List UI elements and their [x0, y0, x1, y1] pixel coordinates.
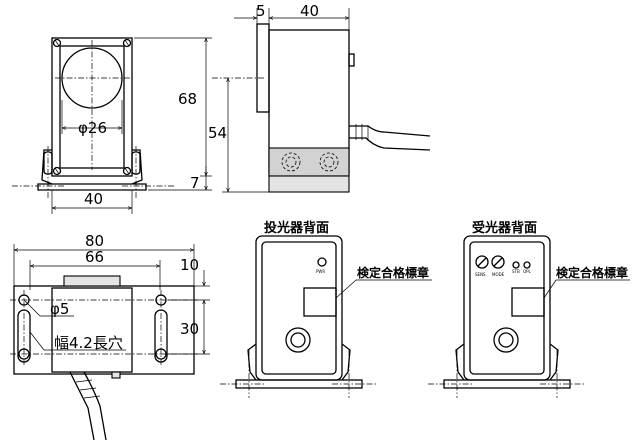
side-view: 5 40 54 7: [190, 2, 431, 193]
emitter-housing: [255, 235, 343, 381]
indicator-icon: [523, 261, 531, 269]
screw-icon: [122, 38, 132, 48]
receiver-knob1-text: SENS: [475, 272, 486, 277]
receiver-back-view: 受光器背面 SENS MODE STB OPL 検定合格標章: [428, 220, 630, 398]
side-bracket: [268, 147, 350, 177]
bottom-slot-label: 幅4.2長穴: [54, 334, 123, 352]
indicator-icon: [317, 257, 327, 267]
bottom-overall-label: 80: [85, 232, 104, 250]
receiver-ind2-text: OPL: [523, 269, 532, 274]
screw-icon: [52, 38, 62, 48]
front-view: φ26 68 40: [12, 37, 212, 214]
indicator-icon: [512, 261, 520, 269]
bottom-view: 80 66 10 30 φ5 幅4.2長穴: [10, 232, 210, 440]
bottom-body: [51, 287, 133, 373]
receiver-knob2-text: MODE: [492, 272, 505, 277]
receiver-label-plate: [511, 287, 545, 317]
side-flange: [256, 23, 270, 113]
side-depth-label: 40: [300, 2, 319, 20]
emitter-indicator-text: PWR: [316, 269, 325, 274]
receiver-ind1-text: STB: [512, 269, 520, 274]
emitter-label-plate: [303, 287, 337, 317]
receiver-label-text: 検定合格標章: [556, 265, 628, 280]
emitter-back-view: 投光器背面 PWR 検定合格標章: [220, 220, 432, 398]
receiver-title: 受光器背面: [472, 220, 537, 236]
side-flange-label: 5: [256, 2, 266, 20]
side-foot-label: 7: [190, 174, 200, 192]
receiver-housing: [463, 235, 551, 381]
knob-icon: [491, 255, 505, 269]
screw-icon: [52, 166, 62, 176]
knob-icon: [475, 255, 489, 269]
front-diameter-label: φ26: [78, 119, 107, 137]
front-width-label: 40: [84, 190, 103, 208]
front-height-label: 68: [178, 90, 197, 108]
bottom-height-label: 30: [180, 320, 199, 338]
bottom-offset-label: 10: [180, 256, 199, 274]
screw-icon: [122, 166, 132, 176]
emitter-label-text: 検定合格標章: [357, 265, 429, 280]
connector-icon: [285, 327, 311, 353]
emitter-title: 投光器背面: [264, 220, 329, 236]
bottom-inner-label: 66: [85, 248, 104, 266]
connector-icon: [493, 327, 519, 353]
front-housing: [51, 37, 133, 177]
side-height-label: 54: [208, 124, 227, 142]
bottom-hole-label: φ5: [50, 300, 69, 318]
